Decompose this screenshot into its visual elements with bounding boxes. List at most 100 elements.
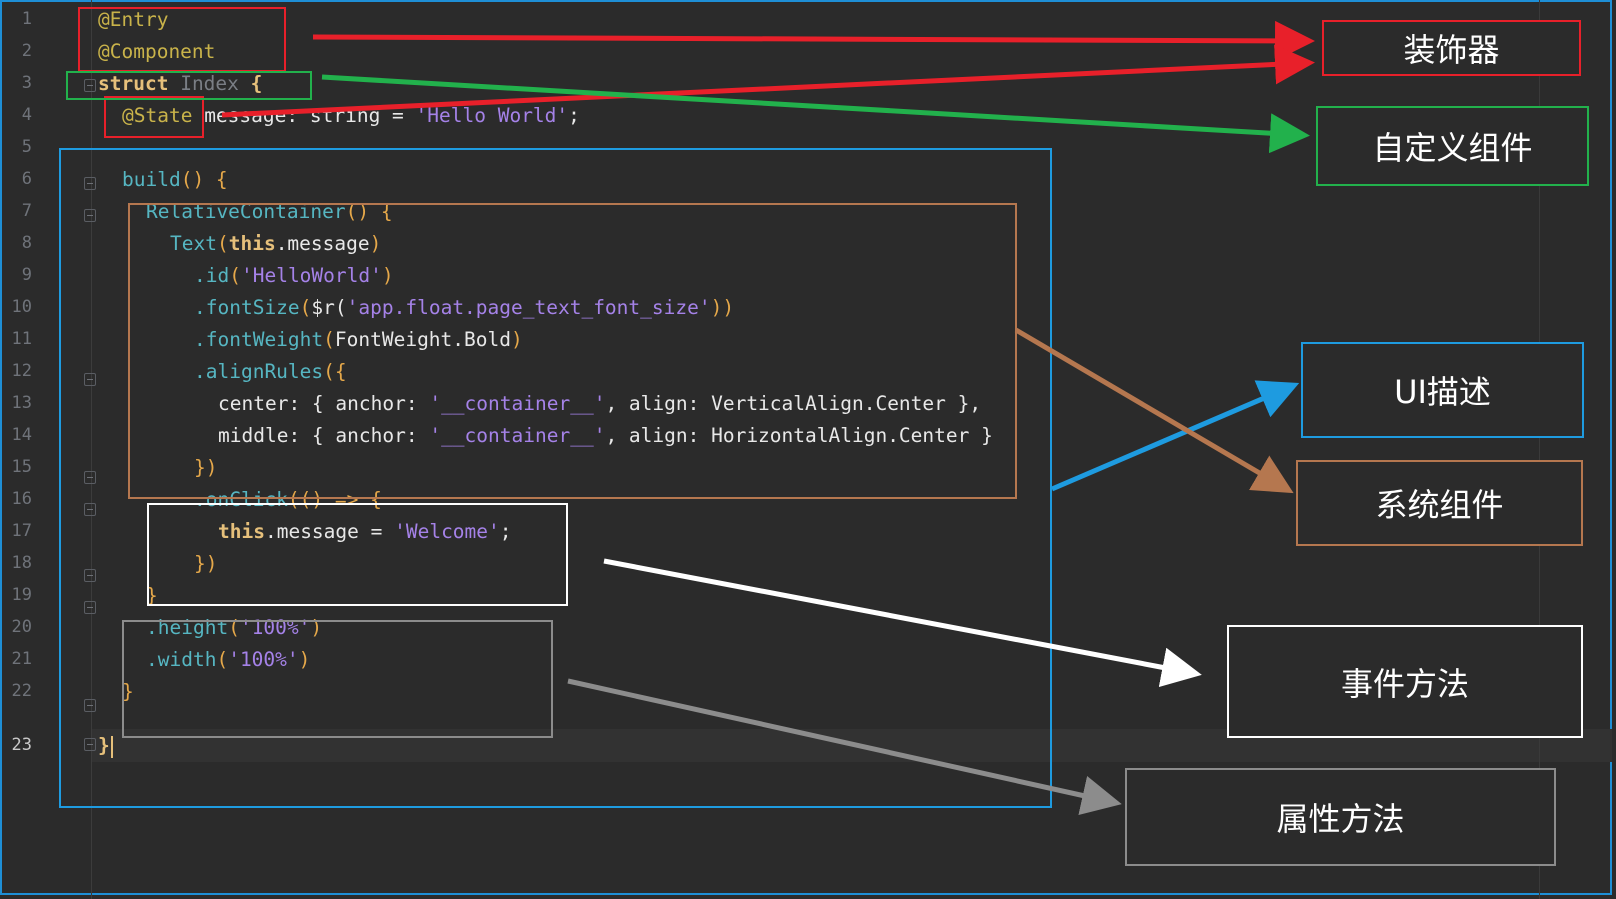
- method-name: .fontSize: [194, 296, 300, 319]
- code-line-8[interactable]: Text(this.message): [170, 227, 381, 260]
- code-line-17[interactable]: this.message = 'Welcome';: [218, 515, 512, 548]
- line-number: 8: [21, 233, 32, 253]
- fold-marker-icon[interactable]: [84, 699, 96, 712]
- code-text: ): [298, 648, 311, 671]
- code-line-18[interactable]: }): [194, 547, 217, 580]
- code-text: (: [216, 648, 229, 671]
- text-caret: [110, 735, 113, 758]
- gutter-divider: [91, 0, 92, 899]
- right-margin-guide: [1539, 0, 1540, 899]
- code-line-10[interactable]: .fontSize($r('app.float.page_text_font_s…: [194, 291, 734, 324]
- fold-marker-icon[interactable]: [84, 209, 96, 222]
- code-line-21[interactable]: .width('100%'): [146, 643, 310, 676]
- string-literal: 'Hello World': [415, 104, 569, 127]
- method-name: .id: [194, 264, 230, 287]
- code-line-6[interactable]: build() {: [122, 163, 228, 196]
- line-number: 9: [21, 265, 32, 285]
- closing-brace: }: [98, 734, 110, 757]
- code-line-19[interactable]: }: [146, 579, 158, 612]
- keyword-struct: struct: [98, 72, 169, 95]
- fold-marker-icon[interactable]: [84, 503, 96, 516]
- line-number: 11: [11, 329, 32, 349]
- code-text: middle: { anchor:: [218, 424, 430, 447]
- code-text: }): [194, 552, 218, 575]
- code-line-16[interactable]: .onClick(() => {: [194, 483, 382, 516]
- fold-marker-icon[interactable]: [84, 601, 96, 614]
- line-number: 1: [21, 9, 32, 29]
- keyword-this: this: [218, 520, 265, 543]
- string-literal: '100%': [228, 648, 299, 671]
- code-text: $r(: [311, 296, 347, 319]
- code-line-9[interactable]: .id('HelloWorld'): [194, 259, 394, 292]
- code-line-22[interactable]: }: [122, 675, 134, 708]
- label-attribute-method: 属性方法: [1125, 768, 1556, 866]
- code-text: }: [122, 680, 134, 703]
- line-number: 7: [21, 201, 32, 221]
- code-line-15[interactable]: }): [194, 451, 217, 484]
- line-number: 18: [11, 553, 32, 573]
- line-number: 15: [11, 457, 32, 477]
- line-number: 5: [21, 137, 32, 157]
- code-line-7[interactable]: RelativeContainer() {: [146, 195, 393, 228]
- line-number: 17: [11, 521, 32, 541]
- line-number: 6: [21, 169, 32, 189]
- code-text: ;: [568, 104, 580, 127]
- method-name: .onClick: [194, 488, 288, 511]
- line-number: 3: [21, 73, 32, 93]
- code-text: (: [228, 616, 240, 639]
- fold-marker-icon[interactable]: [84, 373, 96, 386]
- code-text: (: [323, 328, 335, 351]
- fold-marker-icon[interactable]: [84, 177, 96, 190]
- code-line-11[interactable]: .fontWeight(FontWeight.Bold): [194, 323, 523, 356]
- code-text: ): [511, 328, 523, 351]
- struct-highlight-box: [66, 71, 312, 100]
- fold-marker-icon[interactable]: [84, 79, 96, 92]
- code-line-23[interactable]: }: [98, 729, 113, 762]
- decorator-state: @State: [122, 104, 193, 127]
- code-text: (: [299, 296, 312, 319]
- keyword-this: this: [228, 232, 276, 255]
- code-text: ): [310, 616, 323, 639]
- method-name: .fontWeight: [194, 328, 324, 351]
- event-method-highlight-box: [147, 503, 568, 606]
- component-name: Text: [170, 232, 217, 255]
- code-text: () {: [345, 200, 393, 223]
- code-text: center: { anchor:: [218, 392, 430, 415]
- line-number: 14: [11, 425, 32, 445]
- method-name: .alignRules: [194, 360, 324, 383]
- decorator-entry: @Entry: [98, 8, 169, 31]
- line-number: 13: [11, 393, 32, 413]
- fold-marker-icon[interactable]: [84, 471, 96, 484]
- method-name: .width: [146, 648, 217, 671]
- label-event-method: 事件方法: [1227, 625, 1583, 738]
- line-number: 19: [11, 585, 32, 605]
- line-number: 4: [21, 105, 32, 125]
- code-text: (: [229, 264, 241, 287]
- code-text: (() => {: [287, 488, 382, 511]
- code-line-12[interactable]: .alignRules({: [194, 355, 347, 388]
- code-text: .message: [275, 232, 370, 255]
- fold-marker-icon[interactable]: [84, 738, 96, 751]
- code-text: ;: [499, 520, 512, 543]
- code-text: FontWeight.Bold: [334, 328, 511, 351]
- code-text: )): [710, 296, 735, 319]
- code-text: ): [381, 264, 394, 287]
- code-line-2[interactable]: @Component: [98, 35, 215, 68]
- decorator-highlight-box: [78, 7, 286, 72]
- system-component-highlight-box: [128, 203, 1017, 499]
- line-number: 2: [21, 41, 32, 61]
- label-decorator: 装饰器: [1322, 20, 1581, 76]
- code-line-13[interactable]: center: { anchor: '__container__', align…: [218, 387, 981, 420]
- code-line-14[interactable]: middle: { anchor: '__container__', align…: [218, 419, 993, 452]
- label-ui-description: UI描述: [1301, 342, 1584, 438]
- label-system-component: 系统组件: [1296, 460, 1583, 546]
- state-decorator-highlight-box: [104, 96, 204, 138]
- line-number: 10: [11, 297, 32, 317]
- code-line-1[interactable]: @Entry: [98, 3, 168, 36]
- code-text: message: string =: [204, 104, 416, 127]
- decorator-component: @Component: [98, 40, 216, 63]
- function-name: build: [122, 168, 181, 191]
- line-number: 21: [11, 649, 32, 669]
- fold-marker-icon[interactable]: [84, 569, 96, 582]
- line-number: 16: [11, 489, 32, 509]
